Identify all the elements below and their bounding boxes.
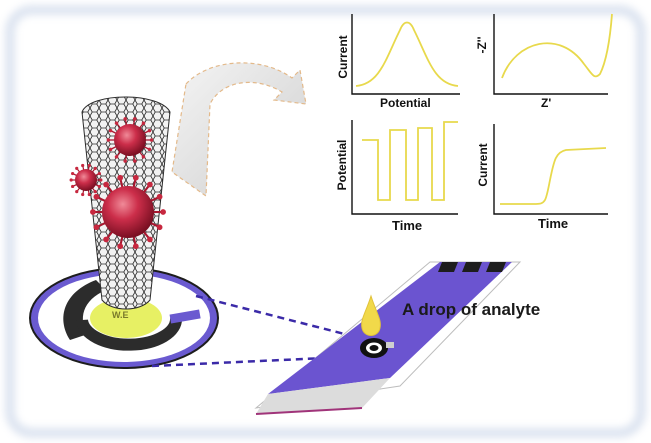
plot-swv-ylabel: Potential [335, 139, 349, 191]
plot-amperometry-xlabel: Time [538, 216, 569, 231]
virus-particle [106, 117, 154, 163]
virus-particle [90, 174, 166, 250]
plot-swv [351, 120, 458, 215]
plot-eis-xlabel: Z' [541, 96, 552, 110]
plot-swv-xlabel: Time [392, 218, 423, 233]
plot-dpv-ylabel: Current [336, 35, 350, 79]
plot-dpv-xlabel: Potential [380, 96, 431, 110]
virus-particles [69, 117, 166, 250]
test-strip [254, 261, 522, 415]
virus-particle [69, 163, 103, 197]
plot-amperometry-ylabel: Current [476, 143, 490, 187]
plot-amperometry [493, 124, 608, 215]
plot-eis [493, 13, 613, 95]
analyte-label: A drop of analyte [402, 300, 541, 319]
working-electrode-label: W.E [112, 310, 129, 320]
frame-glow [5, 5, 646, 438]
plot-eis-ylabel: -Z'' [475, 36, 489, 54]
analyte-drop [361, 294, 381, 336]
plot-dpv [351, 14, 460, 95]
curved-arrow [171, 62, 307, 198]
